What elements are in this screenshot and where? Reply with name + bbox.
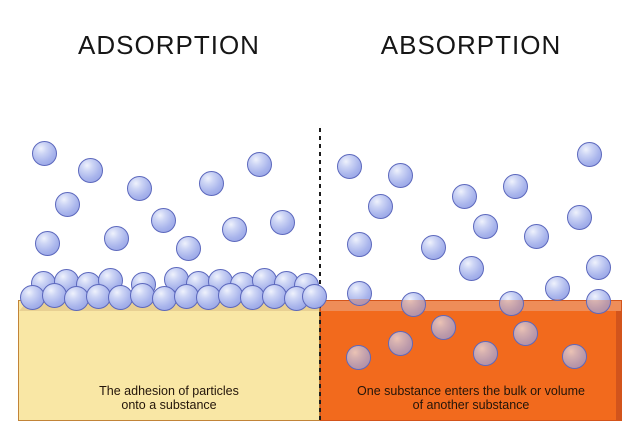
particle-floating	[34, 230, 60, 256]
particle-adsorbed	[239, 284, 265, 310]
submerged-tint	[388, 331, 412, 355]
particle-floating	[77, 157, 103, 183]
particle-floating	[387, 162, 413, 188]
particle-adsorbed	[85, 283, 111, 309]
particle-at-surface	[585, 288, 611, 314]
divider-dashed-line	[319, 128, 321, 421]
particle-floating	[54, 191, 80, 217]
particle-floating	[336, 153, 362, 179]
particle-adsorbed	[129, 282, 155, 308]
adsorption-caption-line2: onto a substance	[121, 398, 217, 413]
particle-floating	[198, 170, 224, 196]
particle-absorbed	[345, 344, 371, 370]
submerged-tint	[401, 300, 425, 316]
particle-adsorbed	[301, 283, 327, 309]
particle-floating	[502, 173, 528, 199]
absorbent-side-face	[616, 311, 621, 420]
adsorption-caption-line1: The adhesion of particles	[99, 383, 239, 398]
particle-adsorbed	[151, 285, 177, 311]
particle-floating	[420, 234, 446, 260]
absorption-caption-line1: One substance enters the bulk or volume	[357, 383, 585, 398]
particle-adsorbed	[41, 282, 67, 308]
particle-floating	[458, 255, 484, 281]
submerged-tint	[513, 321, 537, 345]
particle-at-surface	[498, 290, 524, 316]
particle-absorbed	[561, 343, 587, 369]
particle-absorbed	[512, 320, 538, 346]
particle-floating	[367, 193, 393, 219]
particle-floating	[451, 183, 477, 209]
particle-absorbed	[430, 314, 456, 340]
particle-floating	[269, 209, 295, 235]
submerged-tint	[346, 345, 370, 369]
submerged-tint	[562, 344, 586, 368]
particle-floating	[472, 213, 498, 239]
particle-floating	[576, 141, 602, 167]
submerged-tint	[499, 300, 523, 315]
adsorption-caption: The adhesion of particles onto a substan…	[19, 384, 319, 414]
particle-floating	[246, 151, 272, 177]
particle-floating	[221, 216, 247, 242]
particle-adsorbed	[63, 285, 89, 311]
particle-floating	[126, 175, 152, 201]
particle-adsorbed	[261, 283, 287, 309]
particle-absorbed	[387, 330, 413, 356]
particle-absorbed	[472, 340, 498, 366]
submerged-tint	[545, 299, 569, 300]
particle-floating	[566, 204, 592, 230]
particle-adsorbed	[217, 282, 243, 308]
submerged-tint	[473, 341, 497, 365]
particle-at-surface	[544, 275, 570, 301]
submerged-tint	[586, 300, 610, 313]
submerged-tint	[431, 315, 455, 339]
particle-at-surface	[400, 291, 426, 317]
adsorption-title: ADSORPTION	[78, 30, 260, 60]
particle-floating	[103, 225, 129, 251]
absorption-caption-line2: of another substance	[412, 398, 530, 413]
absorption-title: ABSORPTION	[380, 30, 562, 60]
particle-adsorbed	[19, 284, 45, 310]
adsorbent-block: The adhesion of particles onto a substan…	[18, 300, 320, 421]
particle-at-surface	[346, 280, 372, 306]
absorbent-top-surface	[321, 301, 621, 311]
submerged-tint	[347, 299, 371, 305]
absorption-caption: One substance enters the bulk or volume …	[321, 384, 621, 414]
particle-adsorbed	[107, 284, 133, 310]
particle-floating	[346, 231, 372, 257]
particle-adsorbed	[195, 284, 221, 310]
particle-adsorbed	[173, 283, 199, 309]
particle-floating	[523, 223, 549, 249]
particle-floating	[31, 140, 57, 166]
particle-floating	[150, 207, 176, 233]
particle-floating	[175, 235, 201, 261]
particle-floating	[585, 254, 611, 280]
